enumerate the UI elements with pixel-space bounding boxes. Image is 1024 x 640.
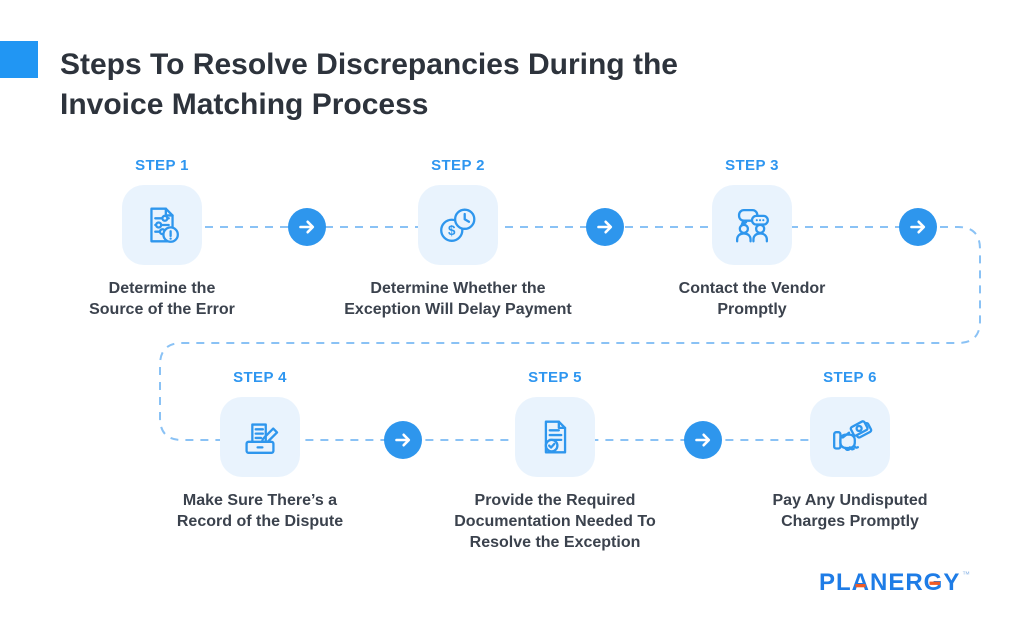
- logo-a-crossbar: [855, 584, 866, 588]
- step-2-caption: Determine Whether the Exception Will Del…: [344, 280, 572, 318]
- planergy-logo-graphic: PLANERGY ™: [819, 569, 970, 596]
- right-arrow-glyph: [910, 220, 926, 234]
- step-6-caption: Pay Any Undisputed Charges Promptly: [772, 492, 928, 530]
- planergy-logo: PLANERGY ™: [819, 568, 979, 603]
- step-5-label: STEP 5: [528, 369, 582, 386]
- step-6: STEP 6 Pay Any Undisputed Charges Prompt…: [700, 368, 1000, 532]
- right-arrow-icon: [684, 421, 722, 459]
- step-4-caption: Make Sure There’s a Record of the Disput…: [176, 492, 344, 530]
- step-3-tile: [712, 185, 792, 265]
- right-arrow-icon: [899, 208, 937, 246]
- right-arrow-icon: [288, 208, 326, 246]
- step-2-tile: $: [418, 185, 498, 265]
- step-6-tile: [810, 397, 890, 477]
- vendor-chat-icon: [735, 208, 769, 243]
- step-5-tile: [515, 397, 595, 477]
- step-1-tile: [122, 185, 202, 265]
- right-arrow-icon: [384, 421, 422, 459]
- dollar-clock-icon: $: [440, 208, 476, 242]
- page-title: Steps To Resolve Discrepancies During th…: [60, 48, 678, 121]
- step-1-caption: Determine the Source of the Error: [89, 280, 235, 318]
- record-pencil-icon: [245, 423, 279, 454]
- logo-g-bar: [929, 581, 940, 585]
- step-3-label: STEP 3: [725, 157, 779, 174]
- document-check-icon: [544, 420, 567, 454]
- step-6-label: STEP 6: [823, 369, 877, 386]
- step-1-label: STEP 1: [135, 157, 189, 174]
- step-5-caption: Provide the Required Documentation Neede…: [454, 492, 656, 551]
- step-1: STEP 1 Determine the Source of the Error: [12, 156, 312, 320]
- step-2: STEP 2 $ Determine Whether the Exception…: [308, 156, 608, 320]
- step-4-label: STEP 4: [233, 369, 287, 386]
- right-arrow-icon: [586, 208, 624, 246]
- step-3: STEP 3 Contact the Vendor Promptly: [602, 156, 902, 320]
- step-5: STEP 5 Provide the Required Documentatio…: [405, 368, 705, 553]
- right-arrow-glyph: [299, 220, 315, 234]
- right-arrow-glyph: [395, 433, 411, 447]
- logo-trademark: ™: [962, 570, 970, 579]
- title-accent-bar: [0, 41, 38, 78]
- error-document-icon: [150, 207, 179, 243]
- step-4: STEP 4 Make Sure There’s a Record of the…: [110, 368, 410, 532]
- right-arrow-glyph: [695, 433, 711, 447]
- step-2-label: STEP 2: [431, 157, 485, 174]
- handshake-payment-icon: [833, 420, 873, 452]
- step-4-tile: [220, 397, 300, 477]
- right-arrow-glyph: [597, 220, 613, 234]
- step-3-caption: Contact the Vendor Promptly: [678, 280, 826, 318]
- svg-text:$: $: [448, 223, 456, 238]
